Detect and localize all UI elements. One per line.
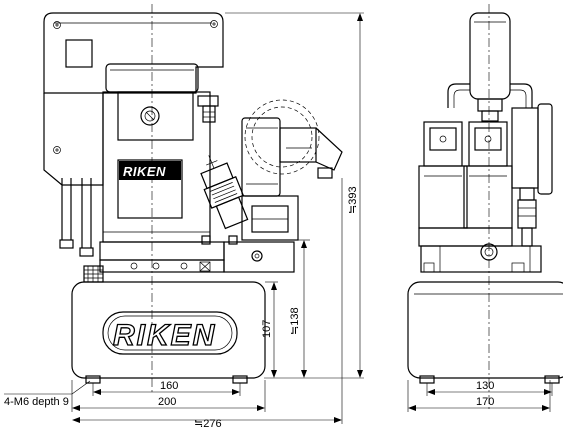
motor-nameplate: RIKEN <box>117 159 183 219</box>
brand-label-small: RIKEN <box>123 164 166 179</box>
dim-width-200: 200 <box>158 396 176 408</box>
side-gauge <box>511 103 553 247</box>
motor-body <box>102 91 211 243</box>
front-dimensions: ≒393 ≒138 107 160 200 ≒276 <box>4 12 364 428</box>
oil-filler-cap <box>83 265 104 283</box>
side-coils <box>418 121 513 229</box>
terminal-lug <box>197 95 219 123</box>
valve-manifold <box>99 235 295 273</box>
brand-label-large: RIKEN <box>113 319 216 352</box>
dim-width-160: 160 <box>160 380 178 392</box>
dim-width-276: ≒276 <box>194 418 222 428</box>
motor-end-cover <box>43 12 224 154</box>
dim-height-138: ≒138 <box>289 307 301 335</box>
pressure-gauge-valve <box>241 99 343 197</box>
side-reservoir <box>407 281 563 379</box>
cables <box>59 178 94 257</box>
dim-height-107: 107 <box>261 320 273 338</box>
solenoid-valve <box>241 195 299 241</box>
side-view <box>407 4 563 410</box>
dim-width-130: 130 <box>476 380 494 392</box>
regulator-knob <box>200 155 249 230</box>
side-manifold <box>418 227 542 273</box>
oil-reservoir: RIKEN <box>71 281 266 379</box>
front-view: RIKEN <box>43 4 343 395</box>
side-dimensions: 130 170 <box>407 380 553 412</box>
dim-height-total: ≒393 <box>347 186 359 214</box>
dim-width-170: 170 <box>476 396 494 408</box>
side-motor-cover <box>469 12 511 122</box>
mount-holes-note: 4-M6 depth 9 <box>4 396 69 408</box>
